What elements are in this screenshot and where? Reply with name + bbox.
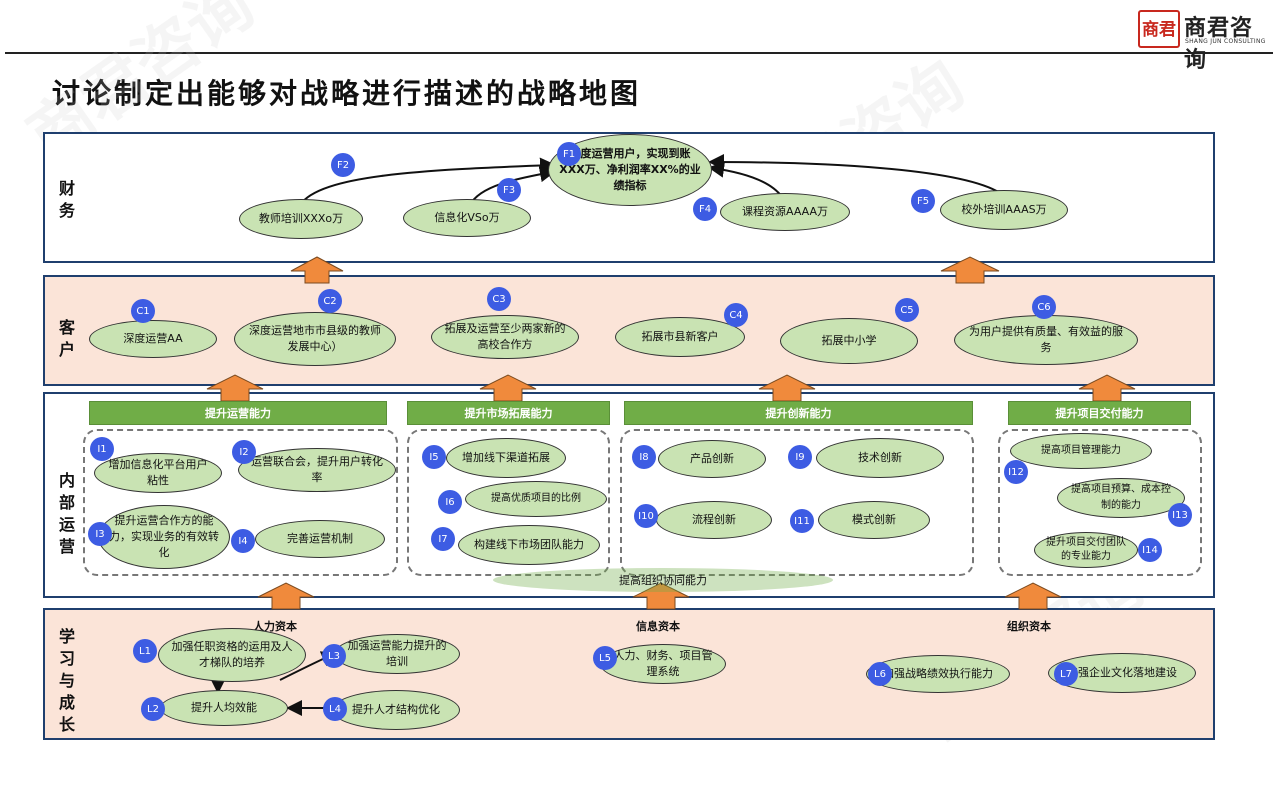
group-bar-operations: 提升运营能力	[89, 401, 387, 425]
finance-node-f5: 校外培训AAAS万	[940, 190, 1068, 230]
logo-subtitle: SHANG JUN CONSULTING	[1185, 38, 1266, 45]
finance-node-f4: 课程资源AAAA万	[720, 193, 850, 231]
learning-layer-label: 学习与成长	[58, 627, 75, 734]
internal-node-i12: 提高项目管理能力	[1010, 433, 1152, 469]
tag-l1: L1	[133, 639, 157, 663]
learning-node-l4: 提升人才结构优化	[332, 690, 460, 730]
link-f5-f1	[708, 154, 1001, 194]
tag-c2: C2	[318, 289, 342, 313]
tag-c3: C3	[487, 287, 511, 311]
customer-node-c5: 拓展中小学	[780, 318, 918, 364]
finance-node-f2: 教师培训XXXo万	[239, 199, 363, 239]
internal-node-i8: 产品创新	[658, 440, 766, 478]
internal-node-i3: 提升运营合作方的能力，实现业务的有效转化	[98, 505, 230, 569]
tag-c5: C5	[895, 298, 919, 322]
customer-node-c4: 拓展市县新客户	[615, 317, 745, 357]
internal-node-i1: 增加信息化平台用户粘性	[94, 453, 222, 493]
tag-i7: I7	[431, 527, 455, 551]
link-f2-f1	[299, 157, 556, 206]
customer-node-c1: 深度运营AA	[89, 320, 217, 358]
tag-i6: I6	[438, 490, 462, 514]
internal-node-i10: 流程创新	[656, 501, 772, 539]
tag-l6: L6	[868, 662, 892, 686]
up-arrow-icon	[290, 256, 344, 284]
tag-l5: L5	[593, 646, 617, 670]
up-arrow-icon	[632, 582, 690, 610]
customer-layer-label: 客户	[58, 318, 75, 359]
page-title: 讨论制定出能够对战略进行描述的战略地图	[52, 77, 642, 110]
shared-capability: 提高组织协同能力	[493, 568, 833, 592]
tag-f1: F1	[557, 142, 581, 166]
header-divider	[5, 52, 1273, 54]
customer-node-c2: 深度运营地市市县级的教师发展中心）	[234, 312, 396, 366]
internal-node-i14: 提升项目交付团队的专业能力	[1034, 532, 1138, 568]
internal-node-i2: 运营联合会，提升用户转化率	[238, 448, 396, 492]
up-arrow-icon	[206, 374, 264, 402]
tag-i4: I4	[231, 529, 255, 553]
company-logo: 商君 商君咨询 SHANG JUN CONSULTING	[1138, 6, 1273, 73]
group-bar-market: 提升市场拓展能力	[407, 401, 610, 425]
tag-l7: L7	[1054, 662, 1078, 686]
tag-l3: L3	[322, 644, 346, 668]
tag-f5: F5	[911, 189, 935, 213]
up-arrow-icon	[758, 374, 816, 402]
internal-node-i13: 提高项目预算、成本控制的能力	[1057, 478, 1185, 518]
logo-seal-icon: 商君	[1138, 10, 1180, 48]
tag-i5: I5	[422, 445, 446, 469]
learning-node-l1: 加强任职资格的运用及人才梯队的培养	[158, 628, 306, 682]
tag-i1: I1	[90, 437, 114, 461]
up-arrow-icon	[1004, 582, 1062, 610]
capital-organization: 组织资本	[1007, 620, 1051, 633]
tag-f4: F4	[693, 197, 717, 221]
tag-i12: I12	[1004, 460, 1028, 484]
tag-i8: I8	[632, 445, 656, 469]
group-bar-delivery: 提升项目交付能力	[1008, 401, 1191, 425]
learning-node-l3: 加强运营能力提升的培训	[334, 634, 460, 674]
tag-i13: I13	[1168, 503, 1192, 527]
internal-node-i6: 提高优质项目的比例	[465, 481, 607, 517]
up-arrow-icon	[940, 256, 1000, 284]
group-frame-delivery	[998, 429, 1202, 576]
logo-text: 商君咨询	[1184, 16, 1254, 73]
group-frame-innovation	[620, 429, 974, 576]
tag-c6: C6	[1032, 295, 1056, 319]
internal-node-i11: 模式创新	[818, 501, 930, 539]
internal-node-i9: 技术创新	[816, 438, 944, 478]
tag-c1: C1	[131, 299, 155, 323]
tag-c4: C4	[724, 303, 748, 327]
tag-f3: F3	[497, 178, 521, 202]
learning-node-l2: 提升人均效能	[160, 690, 288, 726]
tag-i10: I10	[634, 504, 658, 528]
tag-l2: L2	[141, 697, 165, 721]
tag-i3: I3	[88, 522, 112, 546]
learning-node-l5: 人力、财务、项目管理系统	[600, 644, 726, 684]
up-arrow-icon	[257, 582, 315, 610]
tag-l4: L4	[323, 697, 347, 721]
group-frame-operations	[83, 429, 398, 576]
tag-i14: I14	[1138, 538, 1162, 562]
internal-node-i7: 构建线下市场团队能力	[458, 525, 600, 565]
customer-node-c3: 拓展及运营至少两家新的高校合作方	[431, 315, 579, 359]
tag-i11: I11	[790, 509, 814, 533]
up-arrow-icon	[479, 374, 537, 402]
internal-layer-label: 内部运营	[58, 471, 75, 556]
finance-goal-f1: 深度运营用户，实现到账XXX万、净利润率XX%的业绩指标	[548, 134, 712, 206]
internal-node-i4: 完善运营机制	[255, 520, 385, 558]
customer-node-c6: 为用户提供有质量、有效益的服务	[954, 315, 1138, 365]
tag-i2: I2	[232, 440, 256, 464]
tag-i9: I9	[788, 445, 812, 469]
tag-f2: F2	[331, 153, 355, 177]
group-bar-innovation: 提升创新能力	[624, 401, 973, 425]
finance-node-f3: 信息化VSo万	[403, 199, 531, 237]
up-arrow-icon	[1078, 374, 1136, 402]
internal-node-i5: 增加线下渠道拓展	[446, 438, 566, 478]
finance-layer-label: 财务	[58, 179, 75, 220]
group-frame-market	[407, 429, 610, 576]
capital-information: 信息资本	[636, 620, 680, 633]
